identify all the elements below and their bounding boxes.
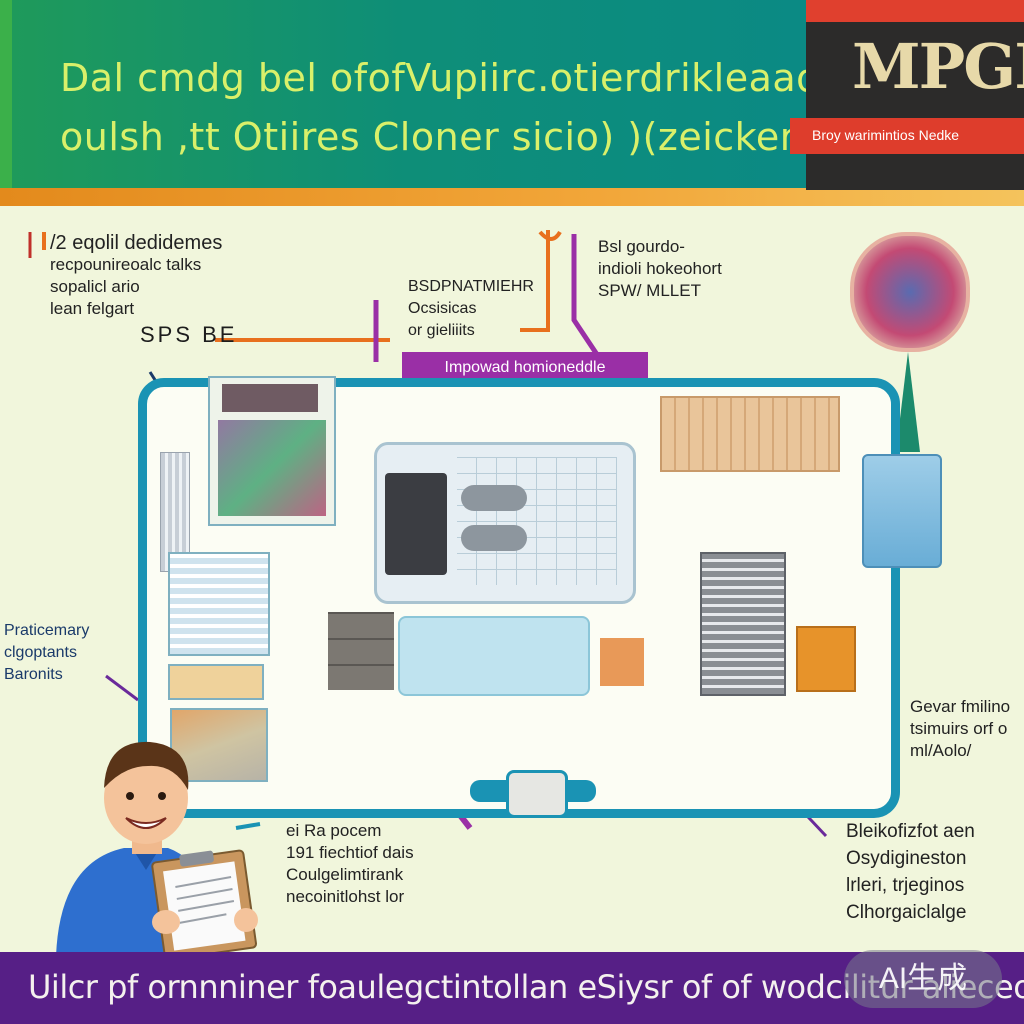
annotation-left: Praticemary clgoptants Baronits <box>4 622 90 683</box>
annotation-top-left: /2 eqolil dedidemes recpounireoalc talks… <box>50 232 223 318</box>
room-desk <box>168 664 264 700</box>
connector-line <box>235 822 261 830</box>
annotation-center-left: BSDPNATMIEHR Ocsisicas or gieliiits <box>408 278 534 339</box>
clipboard-icon <box>151 849 257 956</box>
title-line-2: oulsh ,tt Otiires Cloner sicio) )(zeicke… <box>60 115 796 159</box>
server-rack <box>700 552 786 696</box>
logo-badge <box>790 118 1024 154</box>
logo-top-bar <box>806 0 1024 22</box>
room-warehouse <box>660 396 840 472</box>
room-workshop-shelf <box>222 384 318 412</box>
spire-decoration <box>896 352 920 452</box>
callout-sps: SPS BE <box>140 322 238 347</box>
annotation-top-right: Bsl gourdo- indioli hokeohort SPW/ MLLET <box>598 237 722 300</box>
storage-box <box>600 638 644 686</box>
room-workshop-equipment <box>218 420 326 516</box>
annotation-bottom-right: Bleikofizfot aen Osydigineston lrleri, t… <box>846 821 975 923</box>
annotation-right: Gevar fmilino tsimuirs orf o ml/Aolo/ <box>910 697 1011 760</box>
gauge-icon <box>506 770 568 818</box>
central-grid <box>457 457 617 585</box>
control-pad <box>461 525 527 551</box>
lounge-area <box>398 616 590 696</box>
central-control-area <box>374 442 636 604</box>
medallion-icon <box>850 232 970 352</box>
header-accent-edge <box>0 0 12 190</box>
logo: MPGR <box>852 30 1024 103</box>
ai-watermark: AI生成 <box>844 950 1002 1008</box>
connector-line <box>538 230 562 241</box>
control-pad <box>461 485 527 511</box>
person-icon <box>56 741 258 956</box>
annotation-bottom-center: ei Ra pocem 191 fiechtiof dais Coulgelim… <box>286 821 414 906</box>
filing-cabinet <box>328 612 394 690</box>
control-unit <box>385 473 447 575</box>
logo-panel <box>806 0 1024 190</box>
connector-line <box>105 674 139 702</box>
room-storage <box>168 552 270 656</box>
connector-line <box>571 234 601 358</box>
water-tank <box>862 454 942 568</box>
room-workshop <box>208 376 336 526</box>
title-line-1: Dal cmdg bel ofofVupiirc.otierdrikleaade… <box>60 56 858 100</box>
logo-subtitle: Broy warimintios Nedke <box>812 127 960 143</box>
work-station <box>796 626 856 692</box>
connector-line <box>520 230 550 332</box>
header-divider-strip <box>0 188 1024 206</box>
